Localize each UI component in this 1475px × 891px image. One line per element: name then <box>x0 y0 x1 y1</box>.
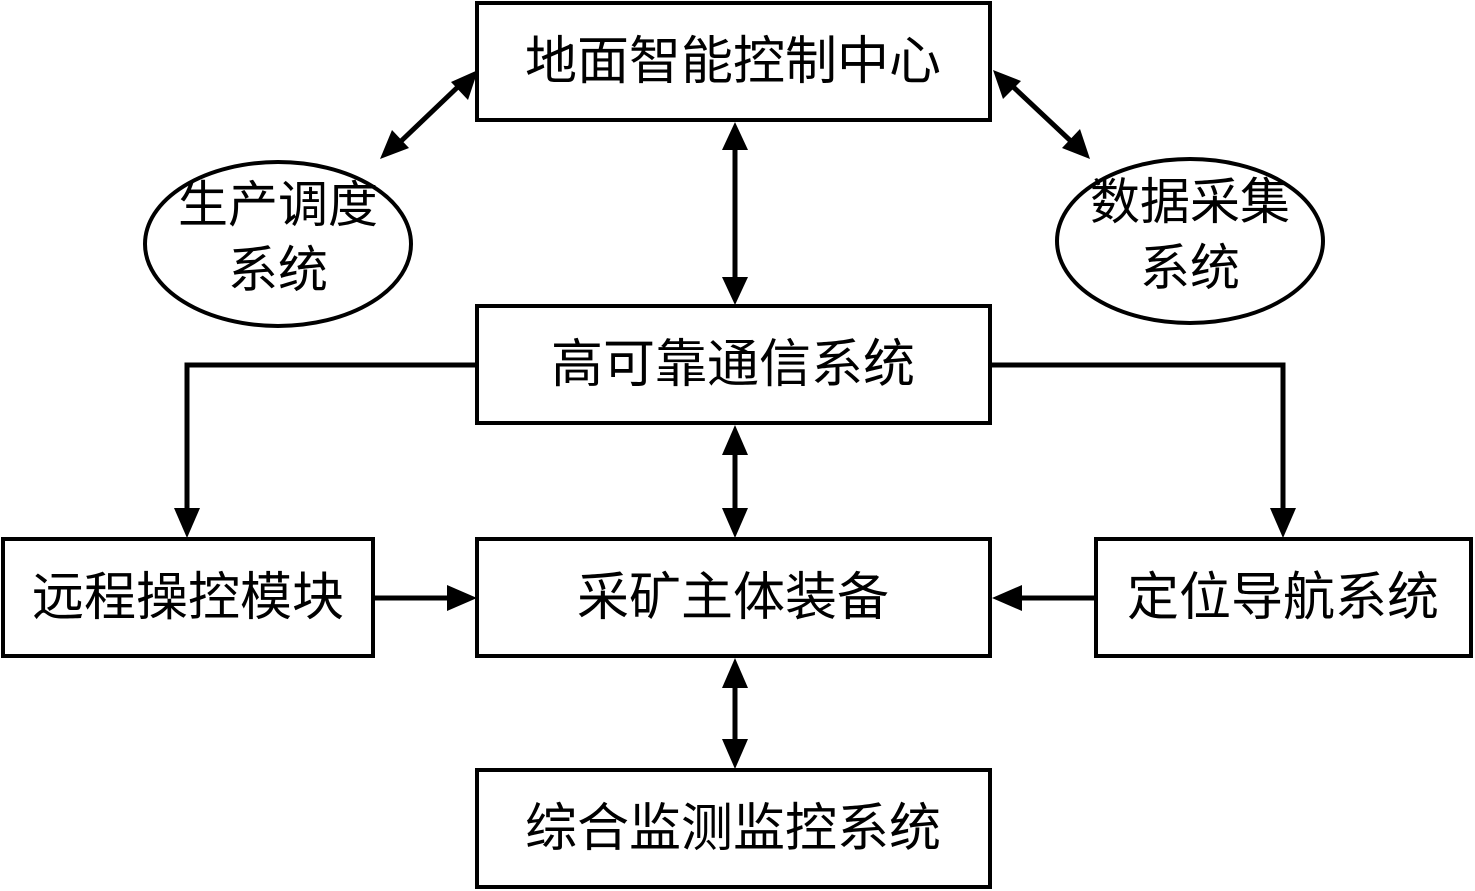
arrowhead-ground-left-end <box>451 70 478 100</box>
production-dispatch-label-line1: 生产调度 <box>178 176 378 234</box>
edge-ground-datacollection <box>1006 80 1077 147</box>
positioning-label: 定位导航系统 <box>1127 568 1439 628</box>
arrowhead-ground-bottom <box>722 122 748 150</box>
node-data-collection: 数据采集 系统 <box>1055 157 1325 325</box>
edge-communication-positioning <box>992 362 1286 520</box>
data-collection-label-line2: 系统 <box>1140 239 1240 297</box>
mining-equipment-label: 采矿主体装备 <box>577 568 889 628</box>
communication-box <box>475 304 992 425</box>
edge-communication-remote <box>184 362 477 520</box>
node-remote-control: 远程操控模块 <box>1 537 375 658</box>
communication-label: 高可靠通信系统 <box>551 335 915 395</box>
arrowhead-monitoring-top <box>722 739 748 769</box>
arrowhead-datacollection-end <box>1062 129 1090 159</box>
data-collection-label-line1: 数据采集 <box>1090 173 1290 231</box>
ground-control-box <box>475 1 992 122</box>
node-monitoring: 综合监测监控系统 <box>475 768 992 889</box>
connectors <box>174 70 1296 769</box>
positioning-box <box>1094 537 1473 658</box>
node-communication: 高可靠通信系统 <box>475 304 992 425</box>
production-dispatch-label-line2: 系统 <box>228 241 328 299</box>
remote-control-box <box>1 537 375 658</box>
arrowhead-communication-bottom <box>722 425 748 455</box>
production-dispatch-ellipse <box>143 160 413 328</box>
arrowhead-ground-right-end <box>993 70 1021 99</box>
arrowhead-dispatch-end <box>380 130 409 159</box>
mining-equipment-box <box>475 537 992 658</box>
arrowhead-mining-right <box>992 585 1022 611</box>
edge-dispatch-ground <box>395 80 465 147</box>
arrowhead-mining-top <box>722 508 748 538</box>
ground-control-label: 地面智能控制中心 <box>525 32 941 92</box>
arrowhead-remote-top <box>174 508 200 538</box>
node-ground-control: 地面智能控制中心 <box>475 1 992 122</box>
monitoring-box <box>475 768 992 889</box>
arrowhead-mining-bottom <box>722 658 748 688</box>
node-positioning: 定位导航系统 <box>1094 537 1473 658</box>
remote-control-label: 远程操控模块 <box>32 568 344 628</box>
arrowhead-positioning-top <box>1270 508 1296 538</box>
data-collection-ellipse <box>1055 157 1325 325</box>
arrowhead-mining-left <box>447 585 477 611</box>
node-mining-equipment: 采矿主体装备 <box>475 537 992 658</box>
monitoring-label: 综合监测监控系统 <box>525 799 941 859</box>
arrowhead-communication-top <box>722 277 748 305</box>
node-production-dispatch: 生产调度 系统 <box>143 160 413 328</box>
